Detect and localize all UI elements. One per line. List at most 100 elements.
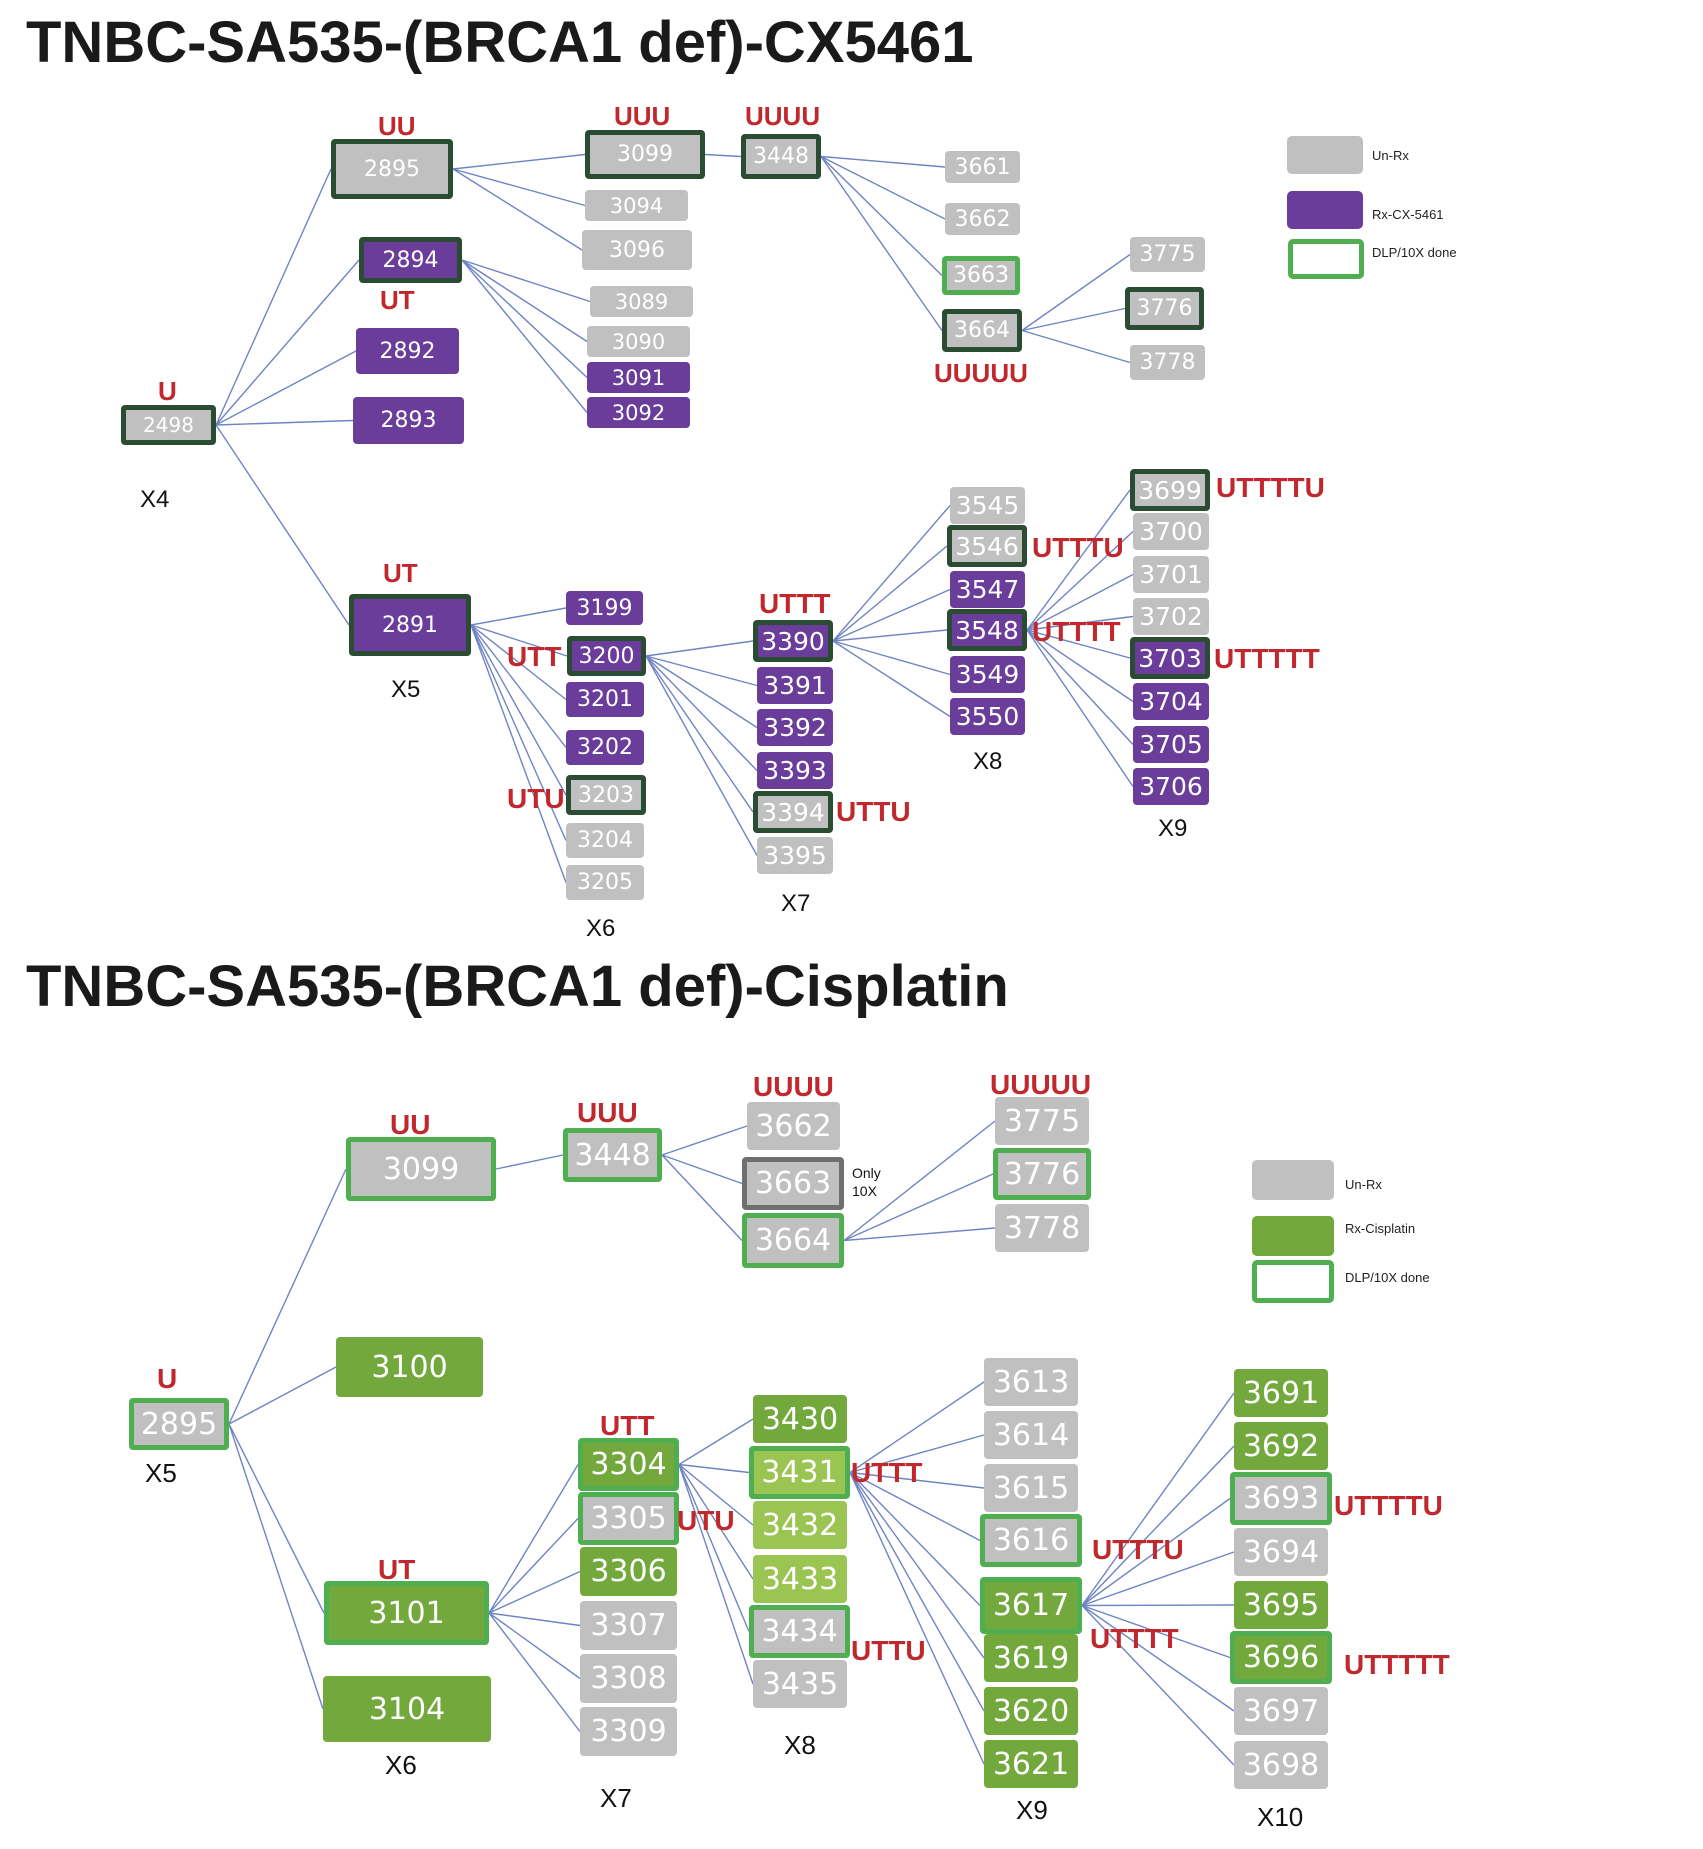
sample-node-3664: 3664: [942, 309, 1022, 352]
edge-3431-3621: [849, 1472, 985, 1765]
note-line: 10X: [852, 1182, 877, 1199]
lineage-code-label: UTTTTU: [1334, 1490, 1443, 1521]
edge-2895-3100: [228, 1366, 337, 1425]
edge-3664-3775: [843, 1120, 996, 1242]
sample-node-3663: 3663: [742, 1157, 844, 1210]
sample-node-3704: 3704: [1133, 683, 1209, 720]
edge-3431-3620: [849, 1472, 985, 1712]
generation-label: X9: [1158, 815, 1188, 842]
edge-2891-3199: [470, 607, 567, 626]
sample-node-2895: 2895: [129, 1398, 229, 1450]
generation-label: X6: [586, 915, 616, 942]
sample-node-3200: 3200: [567, 636, 646, 676]
edge-3548-3700: [1026, 530, 1134, 631]
edge-3101-3308: [488, 1612, 581, 1680]
edge-3664-3778: [1021, 329, 1131, 364]
generation-label: X7: [781, 890, 811, 917]
sample-node-3550: 3550: [950, 698, 1025, 735]
edge-2498-2891: [215, 424, 350, 626]
lineage-code-label: UT: [378, 1554, 416, 1585]
edge-3304-3435: [678, 1464, 754, 1685]
edge-2498-2893: [215, 419, 354, 426]
sample-node-3776: 3776: [993, 1148, 1091, 1200]
lineage-code-label: UUUU: [745, 101, 821, 131]
edge-2891-3205: [470, 624, 567, 883]
edge-3304-3431: [678, 1463, 750, 1474]
sample-node-3692: 3692: [1234, 1422, 1328, 1470]
edge-2895-3104: [228, 1423, 324, 1710]
sample-node-3205: 3205: [566, 865, 644, 900]
sample-node-3619: 3619: [984, 1634, 1078, 1682]
edge-3664-3776: [1021, 307, 1126, 332]
edge-3664-3776: [843, 1173, 994, 1242]
sample-node-3199: 3199: [566, 591, 643, 625]
legend-swatch-unrx: [1287, 136, 1363, 174]
edge-2895-3099: [228, 1168, 347, 1425]
edge-2498-2895: [215, 168, 332, 426]
edge-3431-3613: [849, 1381, 985, 1474]
legend-swatch-outline: [1288, 239, 1364, 279]
sample-node-3090: 3090: [587, 326, 690, 357]
lineage-code-label: U: [158, 376, 177, 406]
edge-3431-3617: [849, 1472, 981, 1606]
sample-node-3099: 3099: [346, 1137, 496, 1201]
sample-node-3703: 3703: [1130, 637, 1210, 679]
edge-3617-3697: [1081, 1604, 1235, 1712]
edge-3548-3701: [1026, 573, 1134, 631]
edge-3617-3696: [1081, 1604, 1231, 1659]
lineage-code-label: UTTTU: [1092, 1534, 1184, 1565]
lineage-code-label: UTTT: [759, 588, 831, 619]
edge-3548-3705: [1026, 629, 1134, 745]
edge-3099-3448: [495, 1154, 564, 1170]
sample-node-3201: 3201: [566, 682, 644, 717]
sample-node-3545: 3545: [950, 487, 1025, 524]
sample-node-3547: 3547: [950, 571, 1025, 608]
edge-3617-3694: [1081, 1551, 1235, 1607]
edge-2891-3202: [470, 624, 567, 748]
sample-node-3394: 3394: [753, 791, 833, 833]
generation-label: X7: [600, 1783, 632, 1813]
sample-node-3434: 3434: [749, 1605, 850, 1658]
legend-label-treated: Rx-CX-5461: [1372, 207, 1444, 222]
sample-node-3661: 3661: [945, 151, 1020, 183]
edge-3200-3390: [645, 640, 754, 657]
edge-2891-3204: [470, 624, 567, 841]
sample-node-3706: 3706: [1133, 768, 1209, 805]
lineage-code-label: UU: [390, 1109, 431, 1140]
sample-node-3099: 3099: [585, 130, 705, 179]
lineage-code-label: UTTT: [851, 1457, 923, 1488]
legend-label-outline: DLP/10X done: [1372, 245, 1457, 260]
edge-3390-3550: [832, 640, 951, 718]
sample-node-3663: 3663: [942, 256, 1020, 295]
sample-node-3617: 3617: [980, 1577, 1082, 1634]
sample-node-3204: 3204: [566, 823, 644, 858]
sample-node-3306: 3306: [580, 1547, 677, 1596]
sample-node-3776: 3776: [1125, 287, 1204, 330]
lineage-code-label: UTTU: [851, 1635, 926, 1666]
edge-3431-3615: [849, 1471, 985, 1489]
legend-label-outline: DLP/10X done: [1345, 1270, 1430, 1285]
sample-node-3693: 3693: [1230, 1472, 1332, 1525]
edge-3617-3693: [1081, 1497, 1231, 1607]
panel-1-title: TNBC-SA535-(BRCA1 def)-CX5461: [26, 10, 974, 75]
lineage-code-label: UTTTU: [1032, 532, 1124, 563]
sample-node-3100: 3100: [336, 1337, 483, 1397]
edge-2895-3099: [452, 153, 586, 170]
sample-node-3705: 3705: [1133, 726, 1209, 763]
generation-label: X5: [145, 1458, 177, 1488]
edge-3448-3663: [661, 1154, 743, 1185]
edge-3431-3616: [849, 1471, 981, 1542]
edge-3548-3704: [1026, 629, 1134, 703]
edge-3390-3547: [832, 588, 951, 642]
sample-node-3614: 3614: [984, 1411, 1078, 1459]
sample-node-3203: 3203: [566, 775, 646, 815]
sample-node-3308: 3308: [580, 1654, 677, 1703]
edge-3390-3546: [832, 545, 948, 642]
sample-node-3701: 3701: [1133, 556, 1209, 593]
sample-node-3309: 3309: [580, 1707, 677, 1756]
legend-swatch-treated: [1287, 191, 1363, 229]
lineage-code-label: UT: [380, 285, 415, 315]
sample-node-3104: 3104: [323, 1676, 491, 1742]
